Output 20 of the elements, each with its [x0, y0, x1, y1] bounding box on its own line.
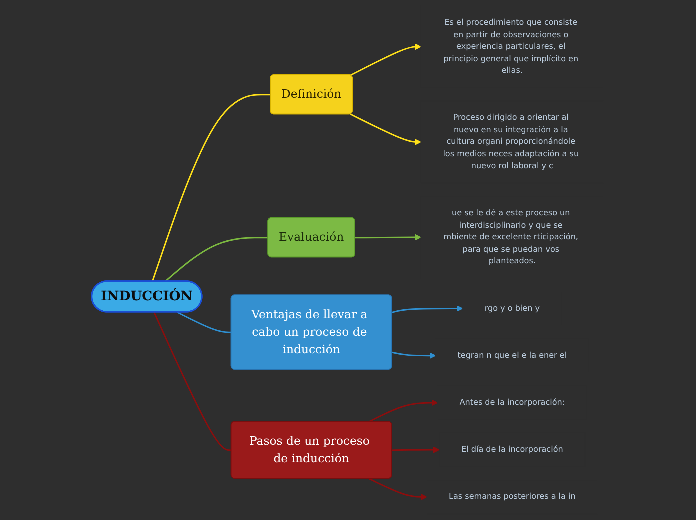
connector — [152, 94, 272, 282]
node-text: rgo y o bien y — [485, 303, 540, 313]
connector — [165, 237, 269, 282]
node-text: El día de la incorporación — [462, 444, 564, 454]
arrow — [350, 114, 422, 146]
node-text: Proceso dirigido a orientar al nuevo en su integración a la cultura organi proporcionándole los medios neces adaptación a su nuevo rol laboral y c — [443, 112, 580, 171]
node-text: ue se le dé a este proceso un interdisciplinario y que se mbiente de excelente rticipación, para que se puedan vos planteados. — [444, 208, 579, 266]
arrow — [392, 306, 464, 314]
node-text: Antes de la incorporación: — [460, 398, 566, 408]
arrow — [369, 478, 428, 500]
connector — [154, 312, 232, 452]
connector — [177, 312, 232, 334]
arrow — [369, 400, 438, 423]
arrow — [392, 446, 440, 454]
node-text: tegran n que el e la ener el — [458, 350, 568, 360]
arrow — [356, 234, 422, 241]
arrow — [392, 352, 436, 360]
arrow — [350, 44, 422, 76]
node-text: Las semanas posteriores a la in — [449, 492, 576, 502]
node-text: Es el procedimiento que consiste en partir de observaciones o experiencia particulares, el principio general que implícito en ellas. — [444, 18, 579, 76]
